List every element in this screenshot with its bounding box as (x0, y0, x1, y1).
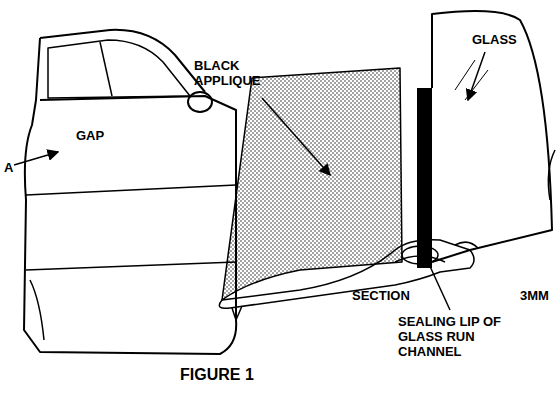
part-label: SEALING LIP OF GLASS RUN CHANNEL (398, 314, 538, 359)
figure-caption: FIGURE 1 (180, 366, 254, 384)
part-label: GAP (76, 128, 116, 143)
part-label: GLASS (472, 32, 532, 47)
section-label: SECTION (352, 288, 422, 303)
part-label: BLACK APPLIQUE (194, 58, 274, 88)
dimension-label: 3MM (520, 288, 556, 303)
view-label: A (4, 160, 20, 175)
